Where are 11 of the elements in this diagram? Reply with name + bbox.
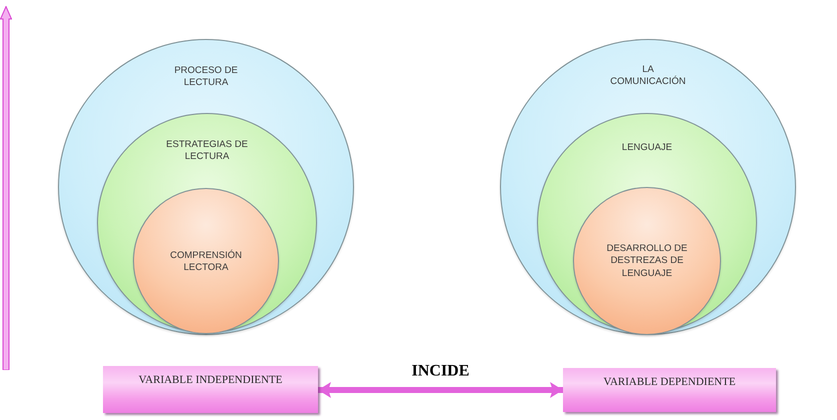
variable-label: VARIABLE INDEPENDIENTE bbox=[138, 374, 282, 386]
concept-label: PROCESO DE LECTURA bbox=[173, 65, 239, 90]
concept-label: LENGUAJE bbox=[622, 142, 672, 154]
variable-box bbox=[563, 368, 776, 412]
variable-label: VARIABLE DEPENDIENTE bbox=[603, 376, 736, 388]
concept-label: DESARROLLO DE DESTREZAS DE LENGUAJE bbox=[606, 243, 688, 280]
concept-label: COMPRENSIÓN LECTORA bbox=[169, 250, 243, 275]
double-arrow bbox=[318, 384, 563, 396]
concept-label: ESTRATEGIAS DE LECTURA bbox=[165, 139, 249, 164]
concept-label: LA COMUNICACIÓN bbox=[609, 64, 687, 89]
variable-box bbox=[103, 366, 318, 413]
